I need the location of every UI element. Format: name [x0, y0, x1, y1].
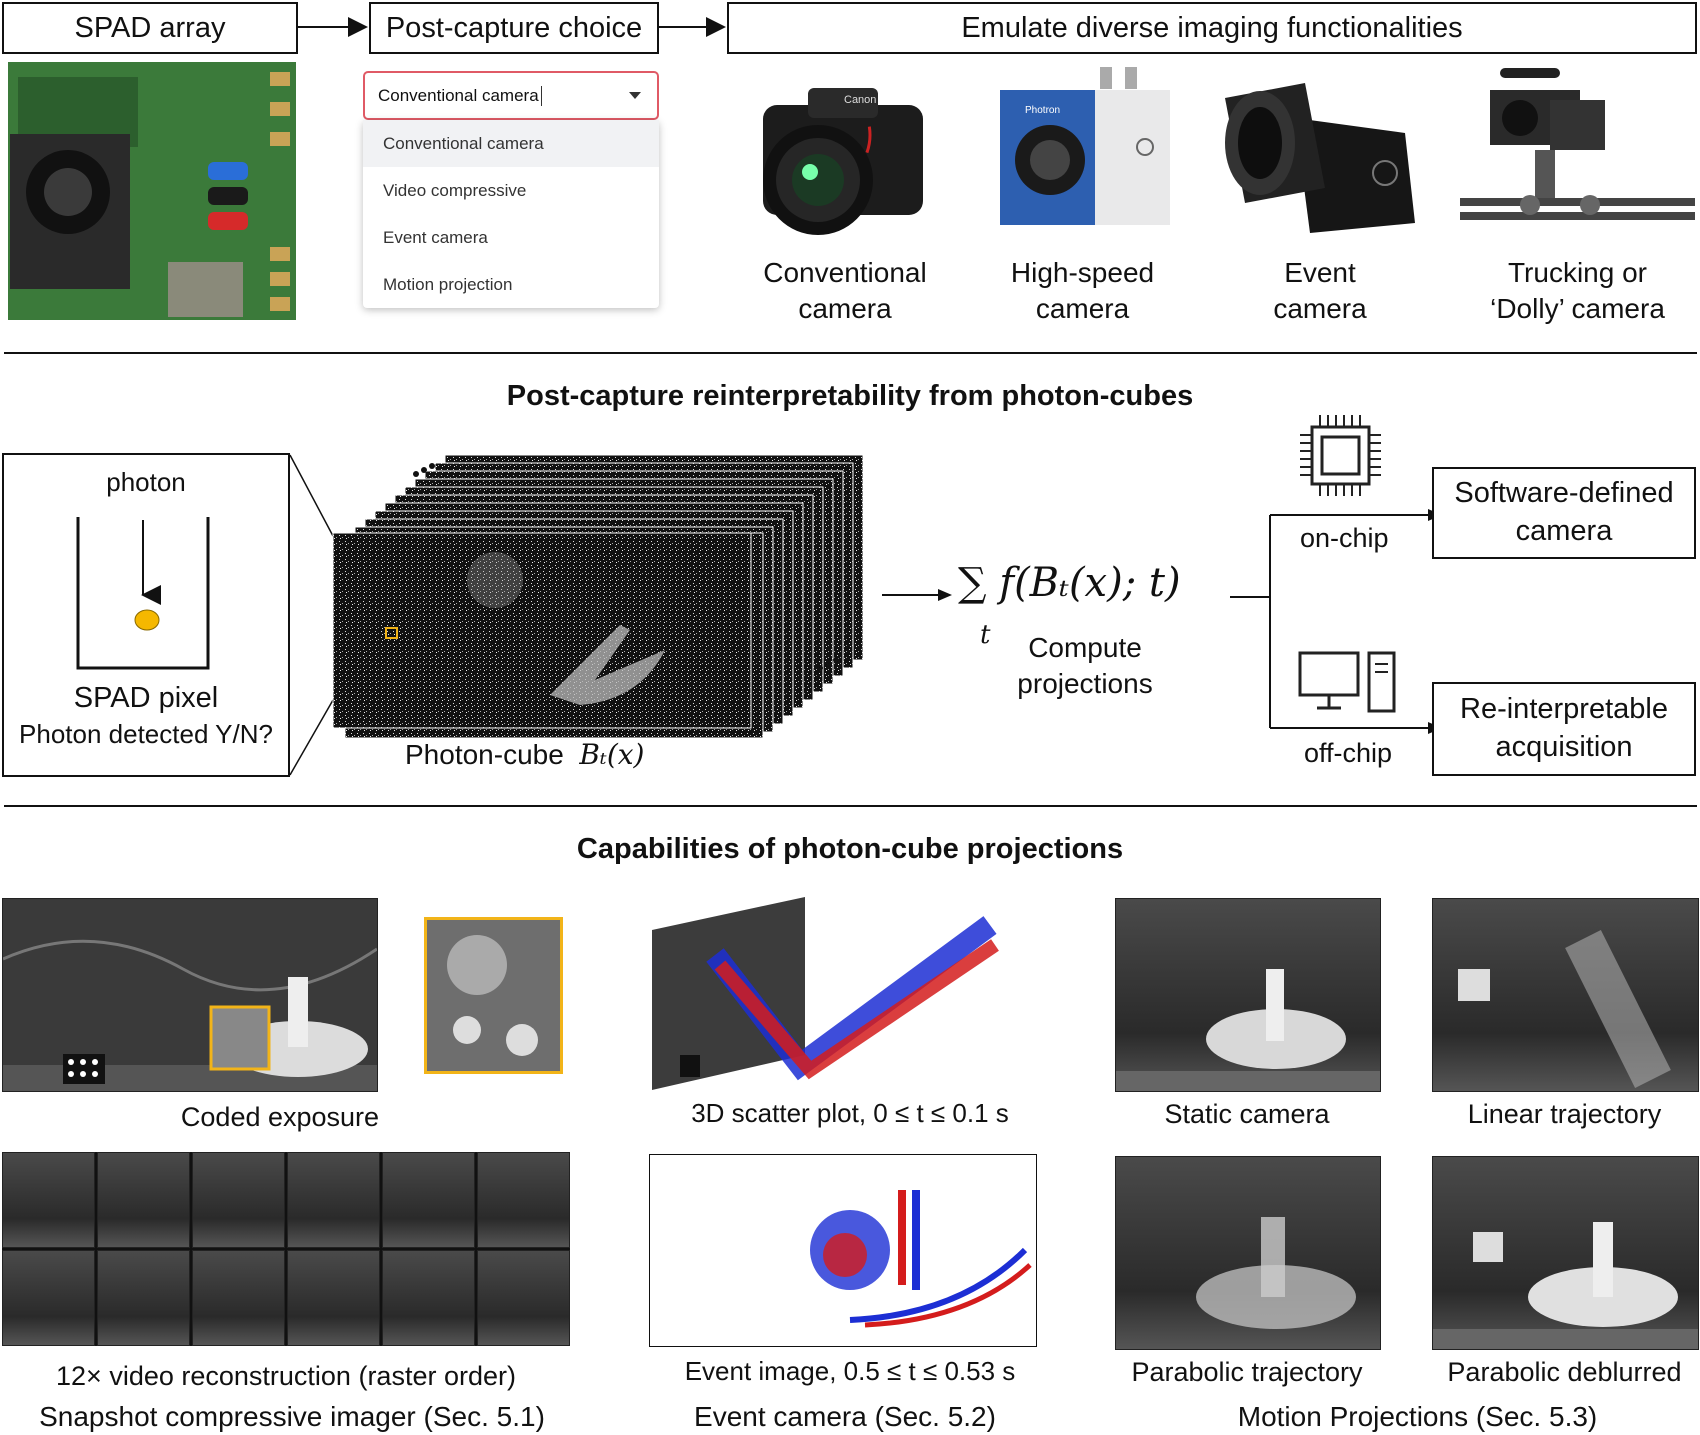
on-chip-label: on-chip	[1300, 523, 1389, 553]
photron-logo-text: Photron	[1025, 105, 1060, 116]
video-frame	[192, 1152, 285, 1248]
photon-cube-caption: Photon-cube Bₜ(x)	[405, 738, 645, 771]
scatter-caption: 3D scatter plot, 0 ≤ t ≤ 0.1 s	[691, 1098, 1009, 1128]
parabolic-deblurred-caption: Parabolic deblurred	[1447, 1357, 1682, 1387]
coded-exposure-image	[2, 898, 378, 1092]
video-frame	[477, 1250, 570, 1346]
spad-board-photo	[8, 62, 296, 320]
high-speed-camera-photo: Photron	[995, 65, 1175, 245]
dropdown-option-motion[interactable]: Motion projection	[383, 275, 513, 294]
snapshot-caption: Snapshot compressive imager (Sec. 5.1)	[39, 1401, 545, 1432]
motion-projections-caption: Motion Projections (Sec. 5.3)	[1237, 1401, 1598, 1432]
dropdown-option-conventional[interactable]: Conventional camera	[363, 120, 659, 167]
photon-label: photon	[106, 467, 186, 497]
divider-top	[4, 352, 1697, 354]
static-camera-image	[1115, 898, 1381, 1092]
arrow-cube-to-formula	[882, 589, 952, 601]
event-camera-section-caption: Event camera (Sec. 5.2)	[694, 1401, 996, 1432]
video-frame	[287, 1250, 380, 1346]
emulate-functionalities-label: Emulate diverse imaging functionalities	[727, 2, 1697, 54]
spad-array-label: SPAD array	[2, 2, 298, 54]
static-camera-caption: Static camera	[1164, 1099, 1330, 1129]
video-frame	[2, 1152, 95, 1248]
video-recon-caption: 12× video reconstruction (raster order)	[56, 1361, 516, 1391]
bottom-heading: Capabilities of photon-cube projections	[576, 833, 1124, 865]
event-image	[649, 1154, 1037, 1347]
video-frame	[287, 1152, 380, 1248]
computer-icon	[1298, 651, 1396, 713]
video-frame	[2, 1250, 95, 1346]
conventional-camera-photo: Canon	[748, 70, 933, 240]
video-frame	[97, 1152, 190, 1248]
scatter-plot	[652, 897, 999, 1090]
parabolic-trajectory-image	[1115, 1156, 1381, 1350]
parabolic-deblurred-image	[1432, 1156, 1699, 1350]
photon-dot	[134, 609, 160, 631]
dropdown-option-event[interactable]: Event camera	[383, 228, 488, 247]
event-camera-photo	[1215, 78, 1420, 238]
dropdown-selected-value: Conventional camera	[378, 85, 542, 106]
photon-detected-label: Photon detected Y/N?	[19, 719, 273, 749]
chip-icon	[1300, 415, 1381, 496]
spad-pixel-label: SPAD pixel	[73, 682, 219, 714]
spad-well-diagram	[76, 517, 210, 670]
coded-exposure-caption: Coded exposure	[180, 1102, 380, 1132]
parabolic-trajectory-caption: Parabolic trajectory	[1131, 1357, 1363, 1387]
post-capture-choice-label: Post-capture choice	[369, 2, 659, 54]
video-frame	[192, 1250, 285, 1346]
post-capture-dropdown[interactable]: Conventional camera	[363, 71, 659, 120]
sum-index: t	[980, 620, 991, 650]
linear-trajectory-image	[1432, 898, 1699, 1092]
video-frame	[477, 1152, 570, 1248]
video-frame	[382, 1152, 475, 1248]
video-frame	[382, 1250, 475, 1346]
event-image-caption: Event image, 0.5 ≤ t ≤ 0.53 s	[684, 1356, 1016, 1386]
top-arrows	[298, 17, 726, 37]
dropdown-option-video[interactable]: Video compressive	[383, 181, 527, 200]
dolly-camera-caption: Trucking or‘Dolly’ camera	[1490, 257, 1665, 325]
divider-bottom	[4, 805, 1697, 807]
video-recon-grid	[2, 1152, 570, 1346]
linear-trajectory-caption: Linear trajectory	[1467, 1099, 1662, 1129]
chevron-down-icon	[629, 92, 641, 99]
dolly-camera-photo	[1460, 60, 1695, 240]
zoom-lines	[289, 454, 334, 776]
photon-cube-symbol: Bₜ(x)	[579, 738, 645, 771]
coded-exposure-zoom	[424, 917, 563, 1074]
photon-cube	[332, 454, 864, 739]
middle-heading: Post-capture reinterpretability from pho…	[506, 380, 1194, 412]
projection-formula: ∑ f(Bₜ(x); t)	[958, 560, 1181, 606]
video-frame	[97, 1250, 190, 1346]
dropdown-menu: Conventional camera Video compressive Ev…	[363, 120, 659, 308]
canon-logo-text: Canon	[844, 94, 876, 106]
off-chip-label: off-chip	[1304, 738, 1393, 768]
